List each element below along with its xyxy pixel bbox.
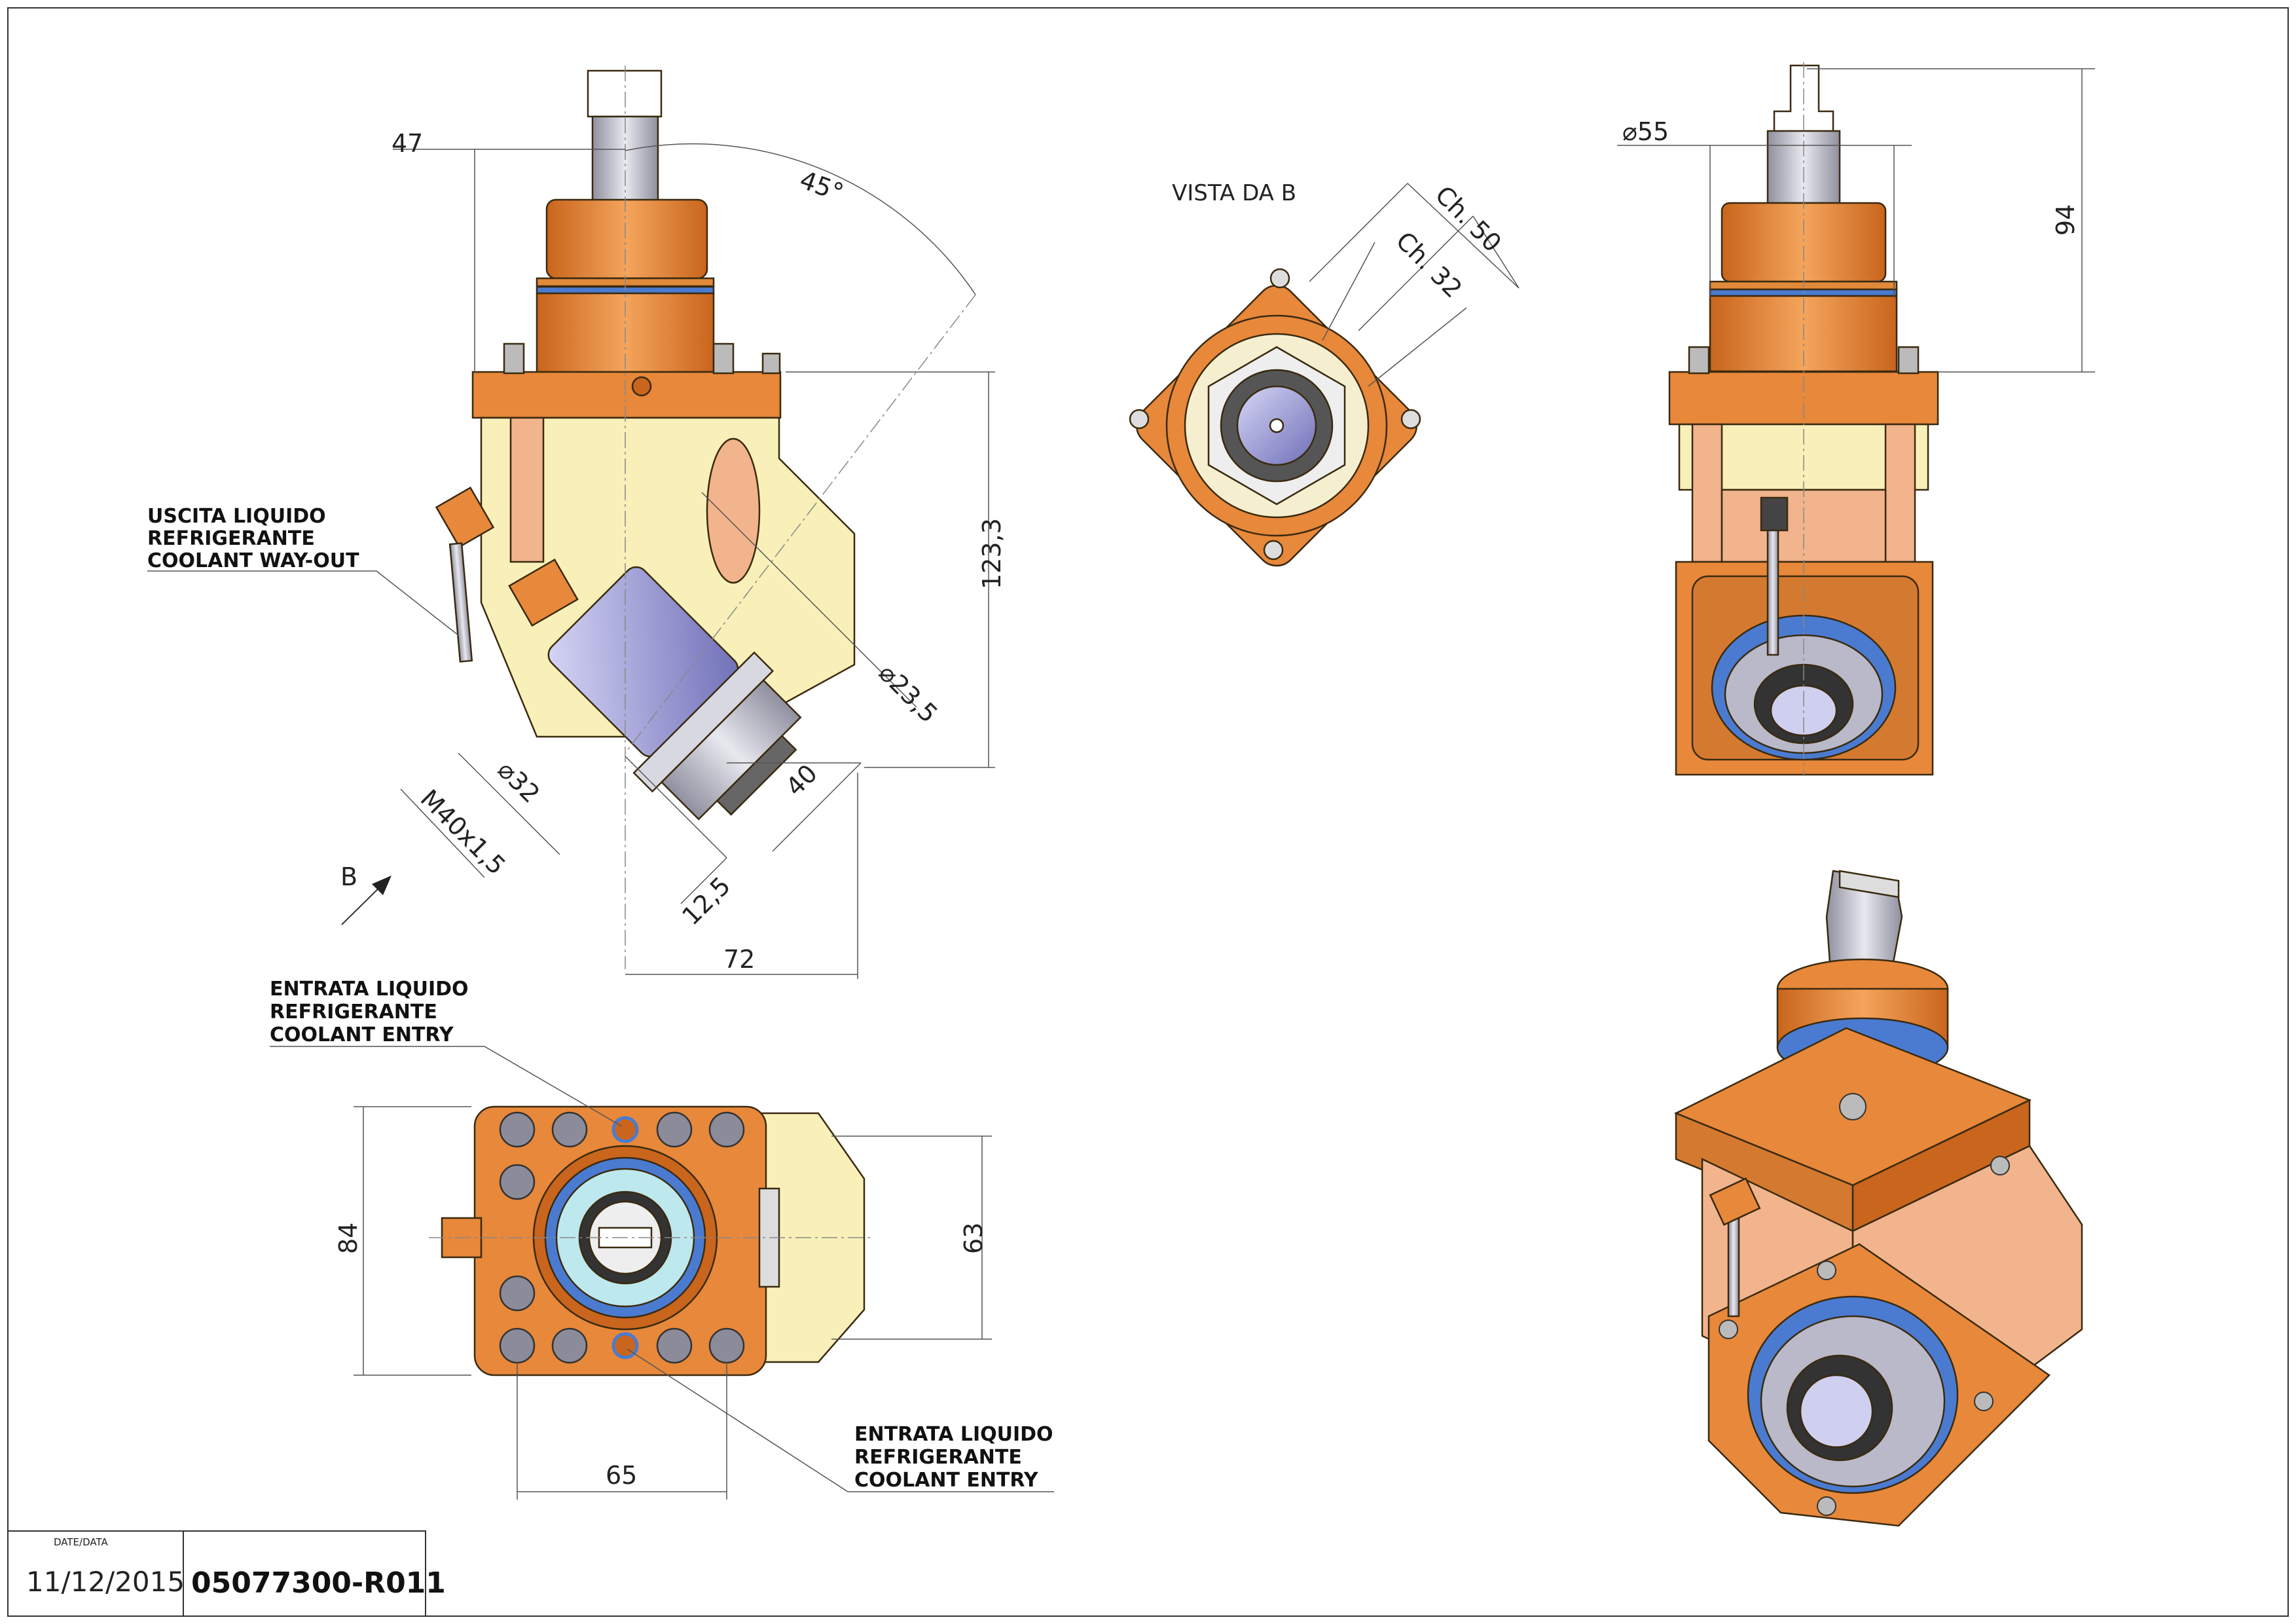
dim-47: 47: [392, 129, 423, 158]
dim-phi32: ⌀32: [492, 755, 545, 808]
title-block: DATE/DATA 11/12/2015 05077300-R011: [8, 1530, 446, 1616]
side-view: ⌀55 94: [1617, 62, 2095, 776]
iso-coolant-fitting: [1709, 1177, 1761, 1226]
front-flange: [471, 371, 782, 419]
isometric-view: [1673, 870, 2083, 1527]
dim-65: 65: [606, 1461, 637, 1490]
side-coolant-pipe: [1766, 509, 1779, 656]
note-entrata-top: ENTRATA LIQUIDO REFRIGERANTE COOLANT ENT…: [270, 978, 623, 1127]
front-coolant-outlet: [435, 486, 495, 549]
note-uscita-line1: USCITA LIQUIDO: [147, 505, 326, 528]
title-block-date: 11/12/2015: [26, 1566, 185, 1598]
note-entrata-bottom-line1: ENTRATA LIQUIDO: [854, 1423, 1053, 1446]
view-arrow-b: B: [340, 862, 357, 891]
note-entrata-top-line1: ENTRATA LIQUIDO: [270, 978, 469, 1001]
front-spindle-housing: [545, 198, 708, 280]
dim-63: 63: [959, 1223, 988, 1254]
dim-ch32: Ch. 32: [1391, 226, 1468, 303]
note-entrata-bottom-line3: COOLANT ENTRY: [854, 1469, 1039, 1492]
dim-123: 123,3: [977, 518, 1006, 589]
dim-235: ⌀23,5: [873, 658, 943, 728]
dim-72: 72: [723, 945, 755, 974]
dim-84: 84: [334, 1223, 363, 1254]
dim-phi55: ⌀55: [1622, 117, 1669, 146]
front-view: [435, 65, 976, 969]
title-block-date-label: DATE/DATA: [54, 1536, 108, 1548]
note-entrata-top-line3: COOLANT ENTRY: [270, 1024, 454, 1046]
vista-b-view: VISTA DA B Ch. 50 Ch. 32: [1129, 180, 1520, 567]
bottom-view: 84 63 65: [334, 1105, 992, 1500]
vista-b-title: VISTA DA B: [1172, 180, 1296, 206]
front-shank: [587, 69, 663, 118]
dim-40: 40: [780, 759, 823, 802]
sheet-border: [7, 7, 2289, 1617]
dim-125: 12,5: [676, 871, 736, 931]
dim-94: 94: [2051, 204, 2080, 236]
dim-45deg: 45°: [796, 165, 847, 207]
dim-ch50: Ch. 50: [1430, 180, 1507, 257]
note-entrata-bottom-line2: REFRIGERANTE: [854, 1446, 1022, 1469]
note-uscita-line2: REFRIGERANTE: [147, 527, 315, 550]
note-uscita-line3: COOLANT WAY-OUT: [147, 549, 359, 572]
title-block-code: 05077300-R011: [191, 1566, 446, 1600]
note-uscita: USCITA LIQUIDO REFRIGERANTE COOLANT WAY-…: [147, 505, 459, 636]
note-entrata-top-line2: REFRIGERANTE: [270, 1001, 437, 1024]
note-entrata-bottom: ENTRATA LIQUIDO REFRIGERANTE COOLANT ENT…: [627, 1348, 1054, 1492]
dim-m40: M40x1,5: [415, 784, 511, 880]
